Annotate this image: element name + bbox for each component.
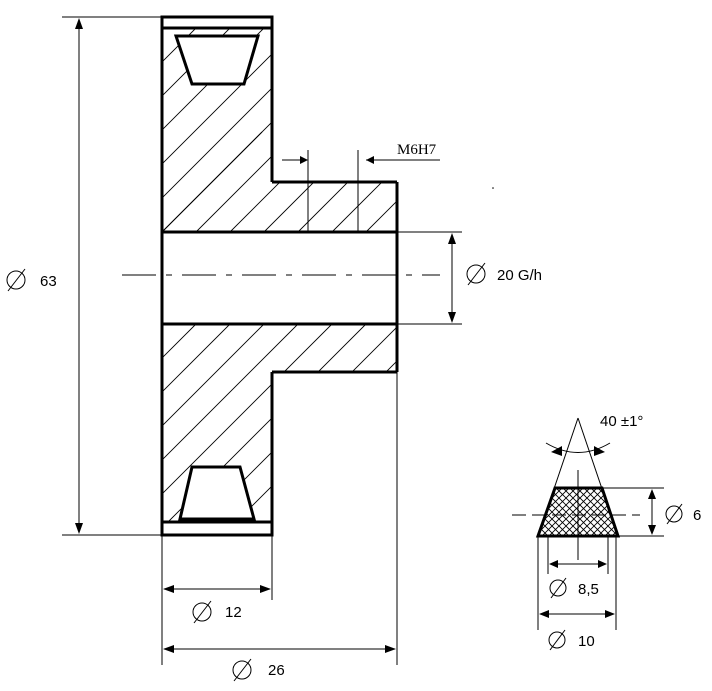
hatch-line xyxy=(538,488,558,536)
svg-text:26: 26 xyxy=(268,662,285,679)
thread-label: M6H7 xyxy=(397,142,437,158)
hatch-line xyxy=(229,28,397,232)
hatch-line xyxy=(297,28,397,232)
hatch-line xyxy=(502,28,706,232)
svg-text:63: 63 xyxy=(40,273,57,290)
hatch-line xyxy=(574,488,618,536)
dim-hub-width: 12 xyxy=(161,535,273,665)
hatch-line xyxy=(162,28,163,232)
hatch-line xyxy=(631,486,683,538)
diameter-symbol-icon xyxy=(192,600,212,624)
hatch-line xyxy=(538,488,544,536)
dim-total-width: 26 xyxy=(163,372,398,682)
svg-text:10: 10 xyxy=(578,633,595,650)
hatch-line xyxy=(560,488,614,536)
hatch-line xyxy=(162,324,197,522)
hatch-line xyxy=(337,324,397,522)
upper-groove xyxy=(173,34,260,86)
hatch-line xyxy=(538,488,551,536)
hatch-line xyxy=(400,28,604,232)
svg-text:20 G/h: 20 G/h xyxy=(497,267,542,284)
diameter-symbol-icon xyxy=(665,503,683,525)
svg-text:6: 6 xyxy=(693,507,701,524)
diameter-symbol-icon xyxy=(548,629,566,651)
hatch-line xyxy=(162,324,265,522)
hatch-line xyxy=(616,488,618,536)
hatch-line xyxy=(468,28,672,232)
hatch-line xyxy=(624,486,676,538)
lower-groove xyxy=(178,465,256,521)
hatch-line xyxy=(538,488,565,536)
hatch-line xyxy=(659,486,711,538)
hatch-line xyxy=(263,28,397,232)
hatch-line xyxy=(536,28,712,232)
hatch-line xyxy=(162,324,299,522)
svg-text:8,5: 8,5 xyxy=(578,581,599,598)
hatch-line xyxy=(538,488,579,536)
hatch-line xyxy=(162,28,299,232)
hatch-line xyxy=(609,488,618,536)
hatch-line xyxy=(546,488,600,536)
hatch-line xyxy=(434,28,638,232)
hatch-line xyxy=(235,324,397,522)
hatch-line xyxy=(581,488,618,536)
hatch-line xyxy=(616,488,618,536)
stray-mark xyxy=(492,187,494,189)
hatch-line xyxy=(162,28,197,232)
diameter-symbol-icon xyxy=(6,268,26,292)
hatch-line xyxy=(484,486,536,538)
diameter-symbol-icon xyxy=(549,577,567,599)
hatch-line xyxy=(553,488,607,536)
svg-text:40 ±1°: 40 ±1° xyxy=(600,413,643,430)
hatch-line xyxy=(162,324,163,522)
hatch-line xyxy=(576,324,712,522)
dim-outer-diameter: 63 xyxy=(6,16,162,536)
hatch-line xyxy=(570,28,712,232)
thread-hole xyxy=(282,150,440,232)
hatch-line xyxy=(269,324,397,522)
svg-text:12: 12 xyxy=(225,604,242,621)
hatch-line xyxy=(666,486,712,538)
hatch-line xyxy=(659,486,711,538)
hatch-line xyxy=(371,324,397,522)
hatch-line xyxy=(484,486,536,538)
diameter-symbol-icon xyxy=(466,262,486,286)
hatch-line xyxy=(609,488,618,536)
diameter-symbol-icon xyxy=(232,658,252,682)
hatch-line xyxy=(567,488,618,536)
hatch-line xyxy=(162,324,231,522)
hatch-line xyxy=(538,488,544,536)
hatch-line xyxy=(331,28,397,232)
hatch-line xyxy=(666,486,712,538)
hatch-line xyxy=(303,324,397,522)
hatch-line xyxy=(162,324,333,522)
belt-detail: 40 ±1° 6 8,5 xyxy=(484,413,712,651)
section-hatching xyxy=(162,28,712,522)
dim-bore-diameter: 20 G/h xyxy=(397,231,542,325)
hatch-line xyxy=(631,486,683,538)
hatch-line xyxy=(624,486,676,538)
